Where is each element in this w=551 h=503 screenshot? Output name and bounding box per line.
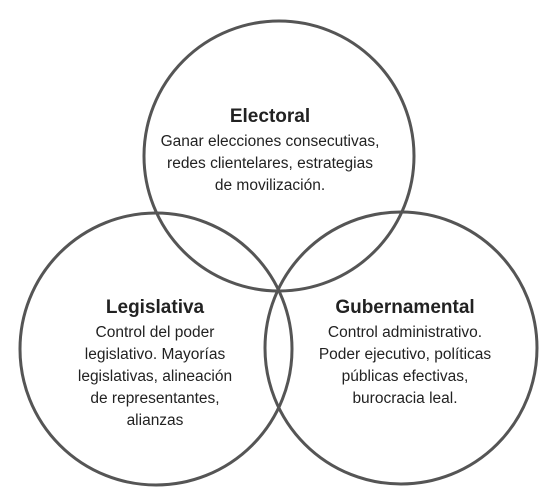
gubernamental-description-line: públicas efectivas,: [341, 368, 469, 385]
legislativa-description-line: legislativo. Mayorías: [84, 346, 226, 363]
electoral-description-line: Ganar elecciones consecutivas,: [160, 133, 380, 150]
gubernamental-label: Gubernamental Control administrativo. Po…: [285, 295, 525, 410]
circle-gubernamental: [263, 210, 539, 486]
gubernamental-title: Gubernamental: [335, 297, 475, 318]
legislativa-description-line: de representantes,: [90, 390, 220, 407]
legislativa-description-line: Control del poder: [95, 324, 215, 341]
electoral-description-line: de movilización.: [214, 177, 326, 194]
gubernamental-description-line: Control administrativo.: [327, 324, 483, 341]
legislativa-label: Legislativa Control del poder legislativ…: [35, 295, 275, 432]
gubernamental-description-line: Poder ejecutivo, políticas: [318, 346, 492, 363]
legislativa-description-line: alianzas: [126, 412, 184, 429]
electoral-label: Electoral Ganar elecciones consecutivas,…: [140, 104, 400, 197]
gubernamental-description-line: burocracia leal.: [352, 390, 458, 407]
legislativa-title: Legislativa: [105, 297, 205, 318]
circle-legislativa: [18, 211, 294, 487]
legislativa-description-line: legislativas, alineación: [77, 368, 233, 385]
electoral-description-line: redes clientelares, estrategias: [167, 155, 373, 172]
electoral-title: Electoral: [229, 106, 311, 127]
